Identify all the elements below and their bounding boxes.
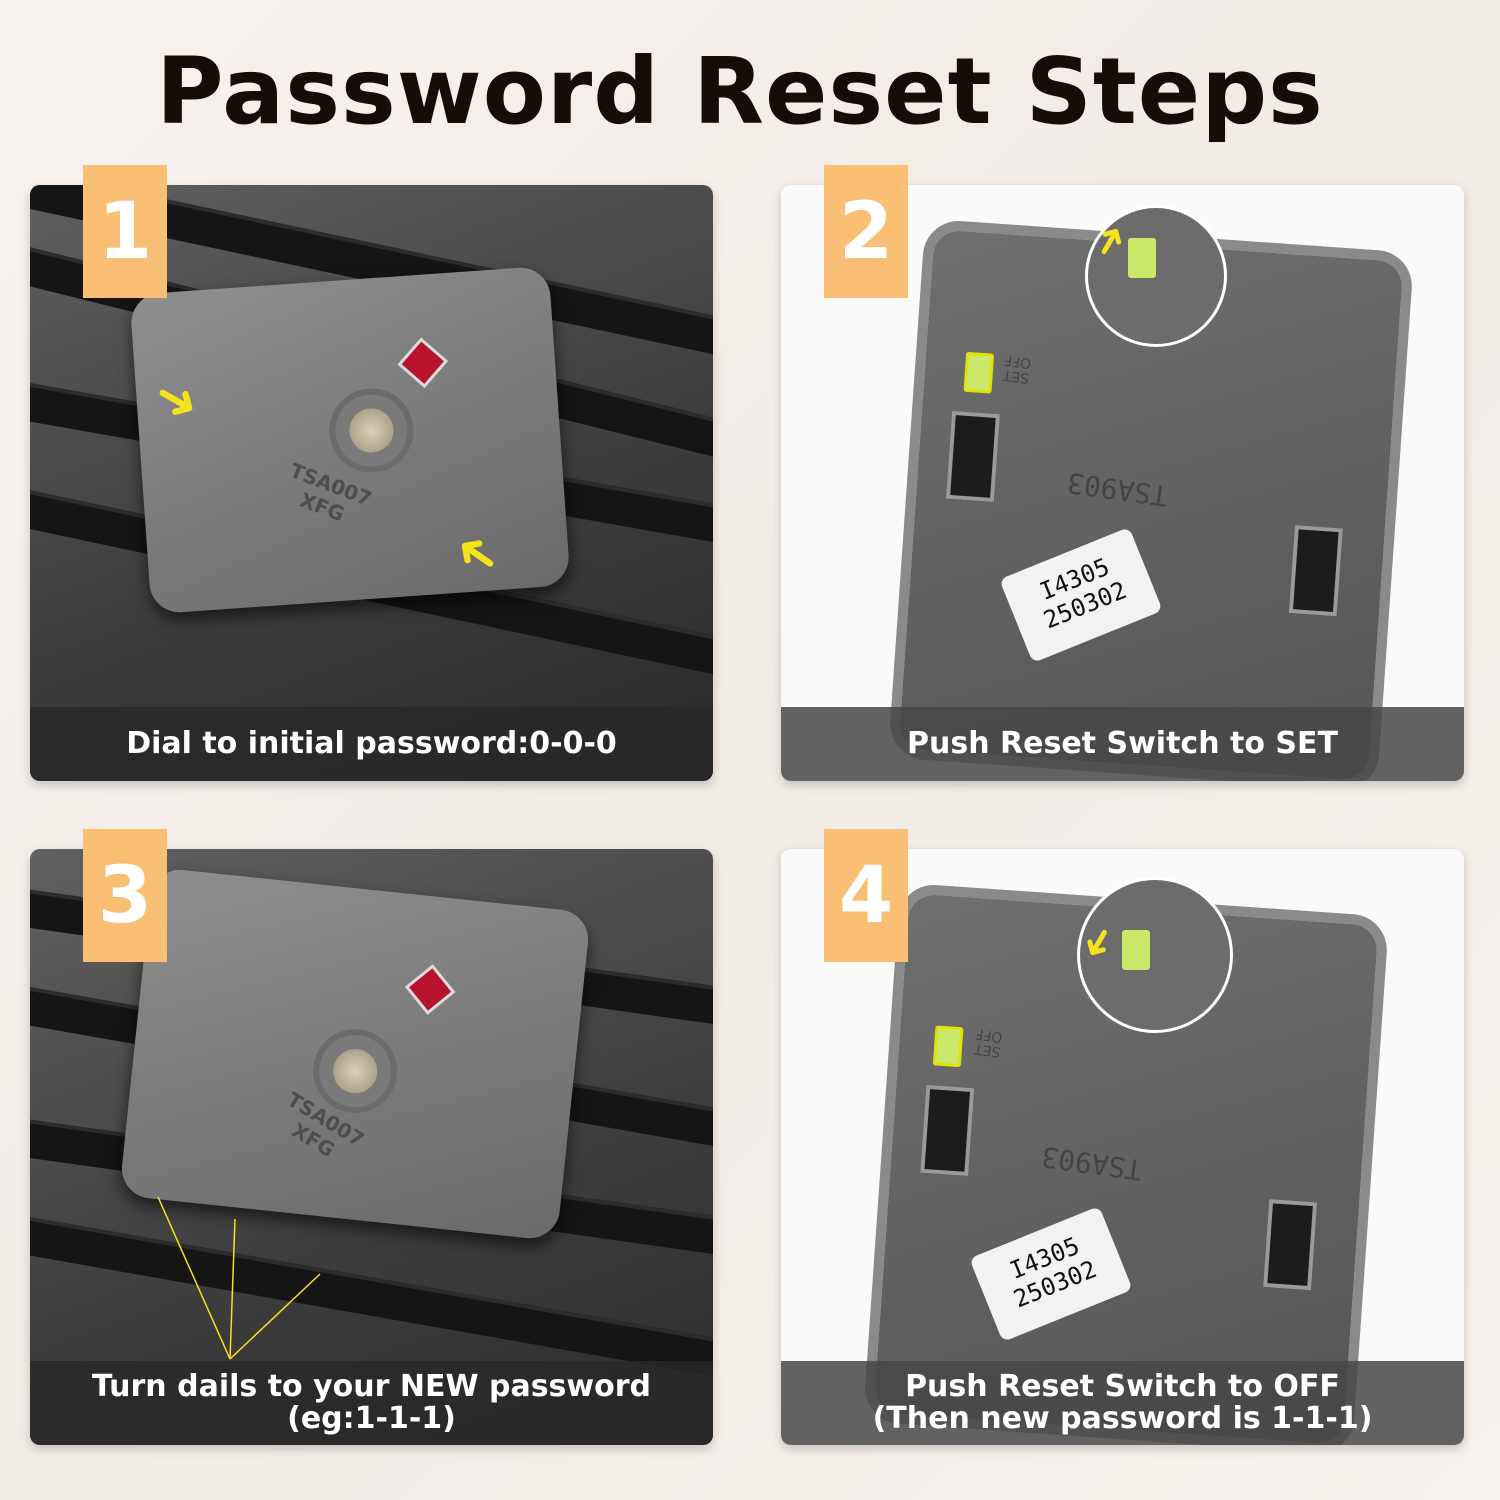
step-4-caption: Push Reset Switch to OFF(Then new passwo… — [781, 1361, 1464, 1445]
step-4-badge: 4 — [824, 829, 908, 962]
step-1-badge: 1 — [83, 165, 167, 298]
dial-pointer-lines — [157, 1196, 321, 1360]
switch-zoom-inset: ➜ — [1081, 205, 1227, 347]
reset-switch — [1122, 930, 1150, 970]
reset-switch — [963, 351, 995, 394]
step-3-caption: Turn dails to your NEW password(eg:1-1-1… — [30, 1361, 713, 1445]
plate-marking: TSA903 — [1065, 465, 1170, 513]
step-2-caption: Push Reset Switch to SET — [781, 707, 1464, 781]
plate-slot — [1263, 1199, 1318, 1291]
step-1-caption: Dial to initial password:0-0-0 — [30, 707, 713, 781]
page-title: Password Reset Steps — [156, 38, 1324, 145]
tsa-logo-icon — [397, 337, 449, 389]
plate-slot — [920, 1084, 975, 1177]
plate-slot — [1288, 525, 1343, 617]
plate-marking: TSA903 — [1039, 1139, 1145, 1187]
step-2-badge: 2 — [824, 165, 908, 298]
step-3-badge: 3 — [83, 829, 167, 962]
keyhole-icon — [326, 385, 417, 476]
reset-switch — [1128, 238, 1156, 278]
plate-slot — [945, 410, 1000, 503]
switch-zoom-inset: ➜ — [1070, 877, 1233, 1033]
reset-switch — [932, 1025, 964, 1068]
